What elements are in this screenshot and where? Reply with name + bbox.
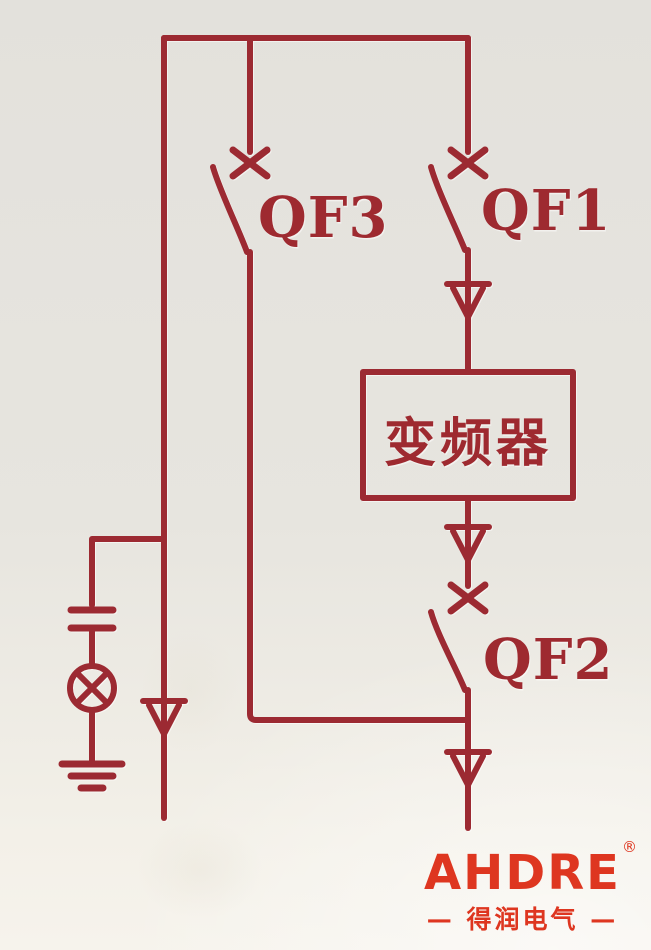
breaker-blade-qf3: [210, 164, 250, 255]
qf3-to-qf2-link-line: [247, 249, 471, 723]
breaker-blade-qf1: [428, 164, 468, 253]
label-qf2: QF2: [483, 627, 614, 693]
breaker-blade-qf2: [428, 609, 468, 693]
label-qf1: QF1: [481, 178, 612, 244]
brand-name-row: AHDRE ®: [424, 839, 637, 901]
brand-name: AHDRE: [424, 845, 621, 901]
label-qf3: QF3: [258, 185, 389, 251]
brand-logo: AHDRE ® — 得润电气 —: [400, 839, 645, 936]
registered-trademark-icon: ®: [621, 838, 637, 856]
indicator-lamp-cross: [73, 669, 111, 707]
converter-box-label: 变频器: [383, 412, 552, 474]
brand-tagline: — 得润电气 —: [426, 905, 619, 935]
lamp-branch-line: [89, 536, 167, 608]
